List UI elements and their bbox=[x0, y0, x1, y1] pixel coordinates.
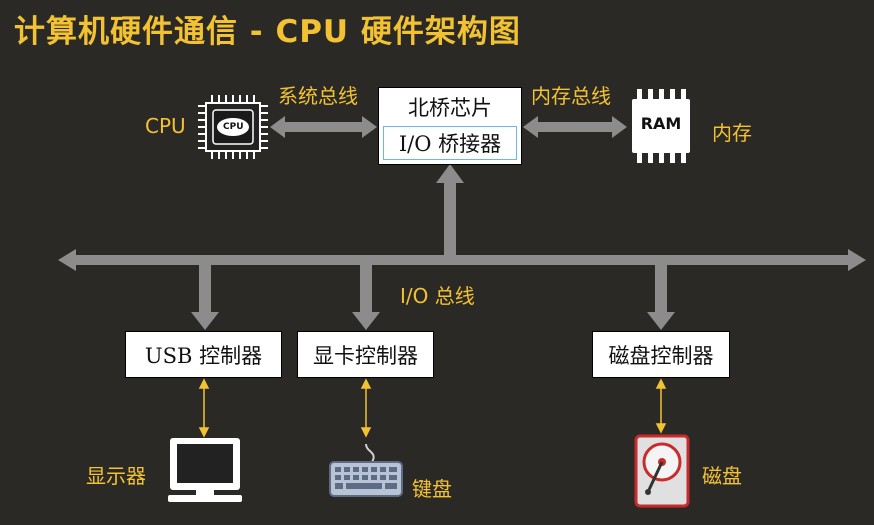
usb-controller-label: USB 控制器 bbox=[144, 343, 263, 368]
keyboard-label: 键盘 bbox=[412, 477, 452, 501]
cpu-label: CPU bbox=[145, 114, 186, 138]
keyboard-icon bbox=[329, 443, 403, 497]
system-bus-label: 系统总线 bbox=[278, 84, 358, 108]
gpu-keyboard-connector bbox=[360, 378, 372, 438]
io-bus-label: I/O 总线 bbox=[400, 284, 475, 308]
gpu-controller-box: 显卡控制器 bbox=[297, 331, 434, 378]
northbridge-chip: 北桥芯片 I/O 桥接器 bbox=[378, 87, 522, 165]
io-bridge-label: I/O 桥接器 bbox=[398, 132, 502, 156]
diagram-title: 计算机硬件通信 - CPU 硬件架构图 bbox=[14, 14, 521, 50]
disk-controller-label: 磁盘控制器 bbox=[608, 343, 714, 368]
system-bus-arrow bbox=[270, 116, 377, 138]
monitor-icon bbox=[168, 438, 242, 502]
northbridge-title: 北桥芯片 bbox=[408, 96, 492, 120]
disk-label: 磁盘 bbox=[702, 464, 742, 488]
gpu-down-arrow bbox=[352, 265, 380, 330]
usb-controller-box: USB 控制器 bbox=[125, 331, 282, 378]
bus-to-northbridge-arrow bbox=[436, 164, 464, 255]
disk-down-arrow bbox=[647, 265, 675, 330]
monitor-label: 显示器 bbox=[86, 464, 146, 488]
cpu-chip-icon bbox=[198, 95, 268, 159]
hard-disk-icon bbox=[634, 434, 690, 508]
memory-bus-label: 内存总线 bbox=[531, 84, 611, 108]
io-bus-arrow bbox=[58, 249, 866, 271]
ram-chip-text: RAM bbox=[640, 114, 682, 133]
gpu-controller-label: 显卡控制器 bbox=[313, 343, 418, 368]
io-bridge-box: I/O 桥接器 bbox=[383, 126, 517, 160]
disk-device-connector bbox=[655, 378, 667, 434]
usb-down-arrow bbox=[191, 265, 219, 330]
usb-monitor-connector bbox=[198, 378, 210, 438]
disk-controller-box: 磁盘控制器 bbox=[592, 331, 730, 378]
ram-module-icon bbox=[632, 89, 690, 163]
memory-label: 内存 bbox=[712, 121, 752, 145]
cpu-chip-text: CPU bbox=[223, 122, 244, 132]
memory-bus-arrow bbox=[523, 116, 627, 138]
